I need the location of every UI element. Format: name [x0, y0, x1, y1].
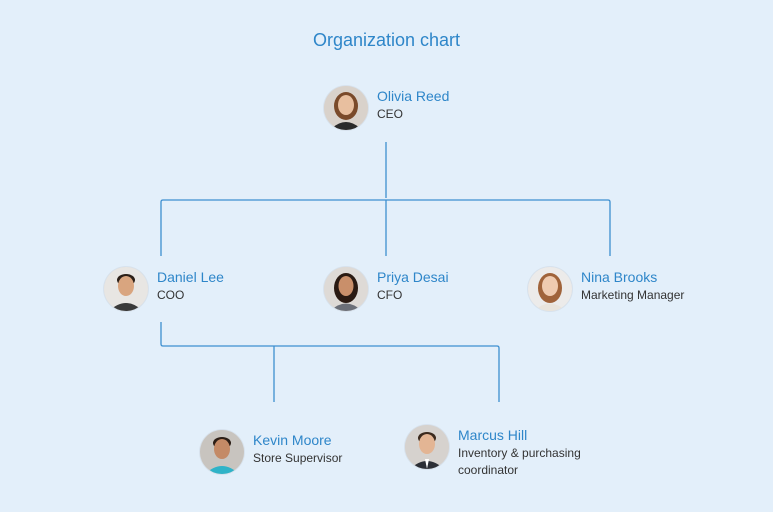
name-nina-brooks: Nina Brooks	[581, 269, 658, 285]
person-icon	[528, 267, 572, 311]
avatar-marcus-hill	[405, 425, 449, 469]
node-priya-desai[interactable]: Priya Desai CFO	[324, 267, 449, 311]
node-marcus-hill[interactable]: Marcus Hill Inventory & purchasing coord…	[405, 425, 598, 479]
role-priya-desai: CFO	[377, 288, 403, 302]
node-kevin-moore[interactable]: Kevin Moore Store Supervisor	[200, 430, 342, 474]
avatar-nina-brooks	[528, 267, 572, 311]
node-daniel-lee[interactable]: Daniel Lee COO	[104, 267, 224, 311]
connector-coo-down	[160, 322, 500, 402]
name-olivia-reed: Olivia Reed	[377, 88, 450, 104]
name-priya-desai: Priya Desai	[377, 269, 449, 285]
avatar-olivia-reed	[324, 86, 368, 130]
chart-title: Organization chart	[312, 30, 461, 50]
avatar-priya-desai	[324, 267, 368, 311]
name-marcus-hill: Marcus Hill	[458, 427, 528, 443]
role-marcus-hill: Inventory & purchasing coordinator	[458, 446, 581, 477]
avatar-daniel-lee	[104, 267, 148, 311]
name-kevin-moore: Kevin Moore	[253, 432, 332, 448]
person-icon	[405, 425, 449, 469]
node-nina-brooks[interactable]: Nina Brooks Marketing Manager	[528, 267, 684, 311]
person-icon	[104, 267, 148, 311]
person-icon	[324, 267, 368, 311]
role-olivia-reed: CEO	[377, 107, 404, 121]
node-olivia-reed[interactable]: Olivia Reed CEO	[324, 86, 449, 130]
person-icon	[324, 86, 368, 130]
role-kevin-moore: Store Supervisor	[253, 451, 343, 465]
name-daniel-lee: Daniel Lee	[157, 269, 224, 285]
avatar-kevin-moore	[200, 430, 244, 474]
person-icon	[200, 430, 244, 474]
role-daniel-lee: COO	[157, 288, 185, 302]
role-nina-brooks: Marketing Manager	[581, 288, 685, 302]
